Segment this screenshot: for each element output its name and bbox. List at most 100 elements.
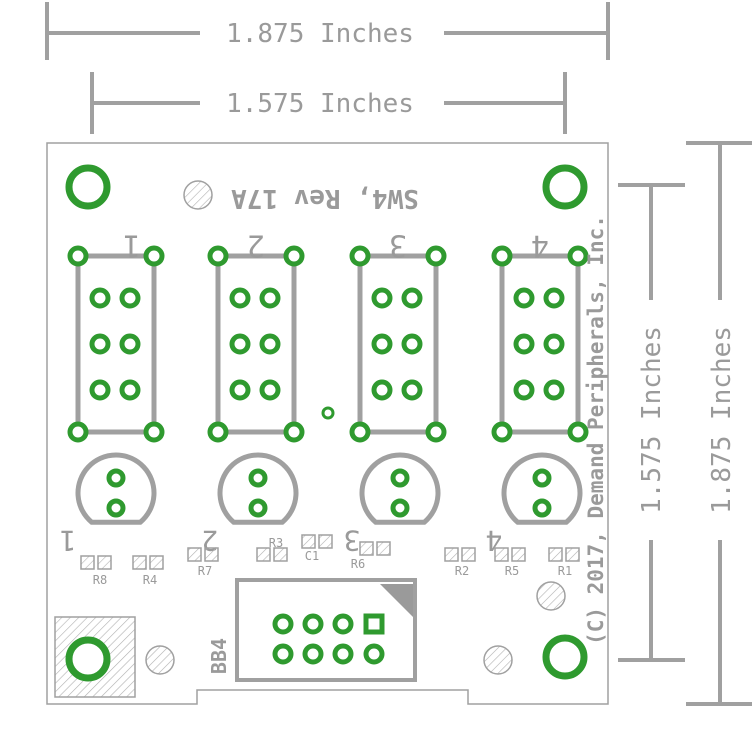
- led-1: 1: [60, 452, 157, 557]
- switch-pad: [401, 333, 423, 355]
- switch-corner-pad: [425, 245, 447, 267]
- switch-pad: [543, 287, 565, 309]
- component-label: R4: [143, 573, 157, 587]
- switch-corner-pad: [567, 245, 589, 267]
- led-pad: [106, 498, 126, 518]
- dimension-top-outer-label: 1.875 Inches: [226, 19, 414, 49]
- led-pad: [532, 468, 552, 488]
- switch-corner-pad: [349, 421, 371, 443]
- fiducial-top: [183, 180, 213, 210]
- dimension-right-inner: 1.575 Inches: [618, 183, 685, 662]
- dimension-top-inner-label: 1.575 Inches: [226, 89, 414, 119]
- component-r8: R8: [80, 555, 112, 587]
- switch-pad: [229, 333, 251, 355]
- switch-1: 1: [67, 228, 165, 443]
- fiducial-bottom-center: [483, 645, 513, 675]
- component-label: R7: [198, 564, 212, 578]
- switch-pad: [371, 379, 393, 401]
- switch-corner-pad: [425, 421, 447, 443]
- component-r4: R4: [132, 555, 164, 587]
- switch-label: 1: [123, 228, 141, 263]
- led-pad: [248, 468, 268, 488]
- component-label: R2: [455, 564, 469, 578]
- switch-corner-pad: [491, 245, 513, 267]
- component-label: R5: [505, 564, 519, 578]
- switch-pad: [513, 379, 535, 401]
- switch-pad: [371, 287, 393, 309]
- component-r5: R5: [494, 547, 526, 578]
- connector-pin1-marker: [380, 584, 413, 617]
- dimension-top-inner: 1.575 Inches: [90, 72, 567, 134]
- component-c1: C1: [301, 534, 333, 563]
- switch-corner-pad: [283, 421, 305, 443]
- dimension-top-outer: 1.875 Inches: [45, 2, 610, 60]
- component-label: R3: [269, 536, 283, 550]
- switch-3: 3: [349, 228, 447, 443]
- dimension-right-outer: 1.875 Inches: [686, 141, 752, 706]
- switch-pad: [89, 379, 111, 401]
- connector-pin-square: [363, 613, 385, 635]
- switch-corner-pad: [207, 245, 229, 267]
- switch-pad: [513, 333, 535, 355]
- switch-2: 2: [207, 228, 305, 443]
- switch-label: 2: [247, 228, 265, 263]
- switch-corner-pad: [349, 245, 371, 267]
- switch-pad: [401, 379, 423, 401]
- switch-pad: [543, 379, 565, 401]
- component-label: R1: [558, 564, 572, 578]
- connector-pin: [302, 643, 324, 665]
- connector-pin: [272, 643, 294, 665]
- connector-pin: [332, 613, 354, 635]
- component-r7: R7: [187, 547, 219, 578]
- connector-bb4: BB4: [207, 578, 417, 682]
- switch-pad: [401, 287, 423, 309]
- led-label: 1: [60, 524, 77, 557]
- switch-pad: [229, 287, 251, 309]
- led-pad: [248, 498, 268, 518]
- component-label: R8: [93, 573, 107, 587]
- led-label: 3: [344, 524, 361, 557]
- connector-label: BB4: [207, 638, 231, 674]
- led-4: 4: [486, 452, 583, 557]
- switch-pad: [543, 333, 565, 355]
- switch-pad: [89, 333, 111, 355]
- component-r3: R3: [256, 536, 288, 562]
- switch-pad: [371, 333, 393, 355]
- switch-corner-pad: [491, 421, 513, 443]
- connector-pin: [363, 643, 385, 665]
- led-pad: [390, 468, 410, 488]
- copyright-text: (C) 2017, Demand Peripherals, Inc.: [584, 215, 608, 645]
- fiducial-bottom-left: [145, 645, 175, 675]
- switch-corner-pad: [67, 421, 89, 443]
- board-outline: [46, 142, 609, 705]
- switch-pad: [513, 287, 535, 309]
- switch-corner-pad: [67, 245, 89, 267]
- switch-corner-pad: [207, 421, 229, 443]
- component-r2: R2: [444, 547, 476, 578]
- dimension-right-inner-label: 1.575 Inches: [637, 326, 667, 514]
- dimension-right-outer-label: 1.875 Inches: [707, 326, 737, 514]
- led-pad: [106, 468, 126, 488]
- led-pad: [390, 498, 410, 518]
- switch-pad: [259, 379, 281, 401]
- mounting-hole-bottom-left: [54, 616, 136, 698]
- mounting-hole-bottom-right: [542, 634, 588, 680]
- board-title: SW4, Rev 17A: [231, 183, 419, 213]
- fiducial-right: [536, 581, 566, 611]
- switch-pad: [89, 287, 111, 309]
- led-pad: [532, 498, 552, 518]
- switch-4: 4: [491, 228, 589, 443]
- via: [321, 406, 335, 420]
- switch-label: 3: [389, 228, 407, 263]
- switch-pad: [229, 379, 251, 401]
- switch-pad: [119, 333, 141, 355]
- connector-pin: [302, 613, 324, 635]
- switch-corner-pad: [283, 245, 305, 267]
- led-2: 2: [202, 452, 299, 557]
- switch-corner-pad: [143, 245, 165, 267]
- switch-pad: [119, 379, 141, 401]
- component-r6: R6: [351, 541, 391, 571]
- component-label: C1: [305, 549, 319, 563]
- component-r1: R1: [548, 547, 580, 578]
